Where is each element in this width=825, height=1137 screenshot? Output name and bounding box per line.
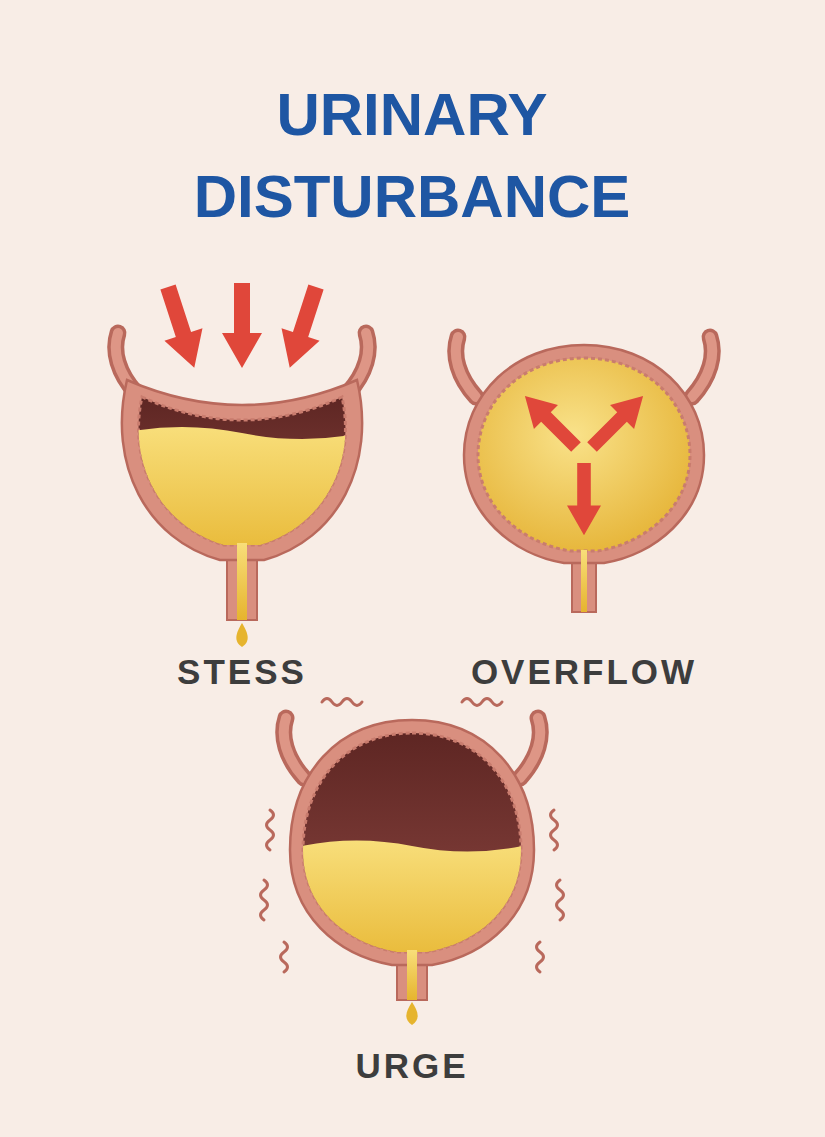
stress-bladder-part — [271, 281, 335, 374]
urge-bladder-part-part — [322, 699, 362, 706]
urge-bladder-part-part — [261, 880, 268, 920]
overflow-bladder-part — [478, 358, 690, 551]
overflow-bladder-part — [692, 337, 712, 397]
urge-bladder-part-part — [267, 810, 274, 850]
overflow-bladder-part — [464, 345, 704, 563]
stress-bladder-part — [149, 281, 213, 374]
urge-bladder-part — [284, 718, 304, 778]
type-label: STESS — [177, 652, 307, 692]
urge-bladder-part-part — [557, 880, 564, 920]
urge-bladder-part-part — [537, 942, 544, 972]
stress-bladder-part — [236, 623, 247, 647]
urge-bladder — [261, 699, 564, 1026]
stress-bladder-part — [222, 283, 262, 368]
urge-bladder-part — [407, 950, 417, 1000]
overflow-bladder-part — [567, 463, 601, 535]
urge-bladder-part — [406, 1002, 417, 1025]
overflow-bladder-part — [456, 337, 476, 397]
overflow-bladder-part — [456, 337, 476, 397]
urge-bladder-part — [520, 718, 540, 778]
urge-bladder-part-part — [281, 942, 288, 972]
type-label: OVERFLOW — [471, 652, 697, 692]
overflow-bladder-part — [581, 550, 587, 612]
overflow-bladder-part — [580, 384, 655, 459]
overflow-bladder-part — [692, 337, 712, 397]
title: URINARY DISTURBANCE — [132, 74, 692, 238]
urge-bladder-part — [261, 699, 564, 973]
urge-bladder-part — [520, 718, 540, 778]
stress-bladder — [116, 281, 369, 647]
urge-bladder-part — [284, 718, 304, 778]
urge-bladder-part-part — [462, 699, 502, 706]
overflow-bladder-part — [513, 384, 588, 459]
type-label: URGE — [355, 1046, 468, 1086]
urge-bladder-part-part — [551, 810, 558, 850]
stress-bladder-part — [237, 543, 247, 620]
overflow-bladder — [456, 337, 713, 612]
